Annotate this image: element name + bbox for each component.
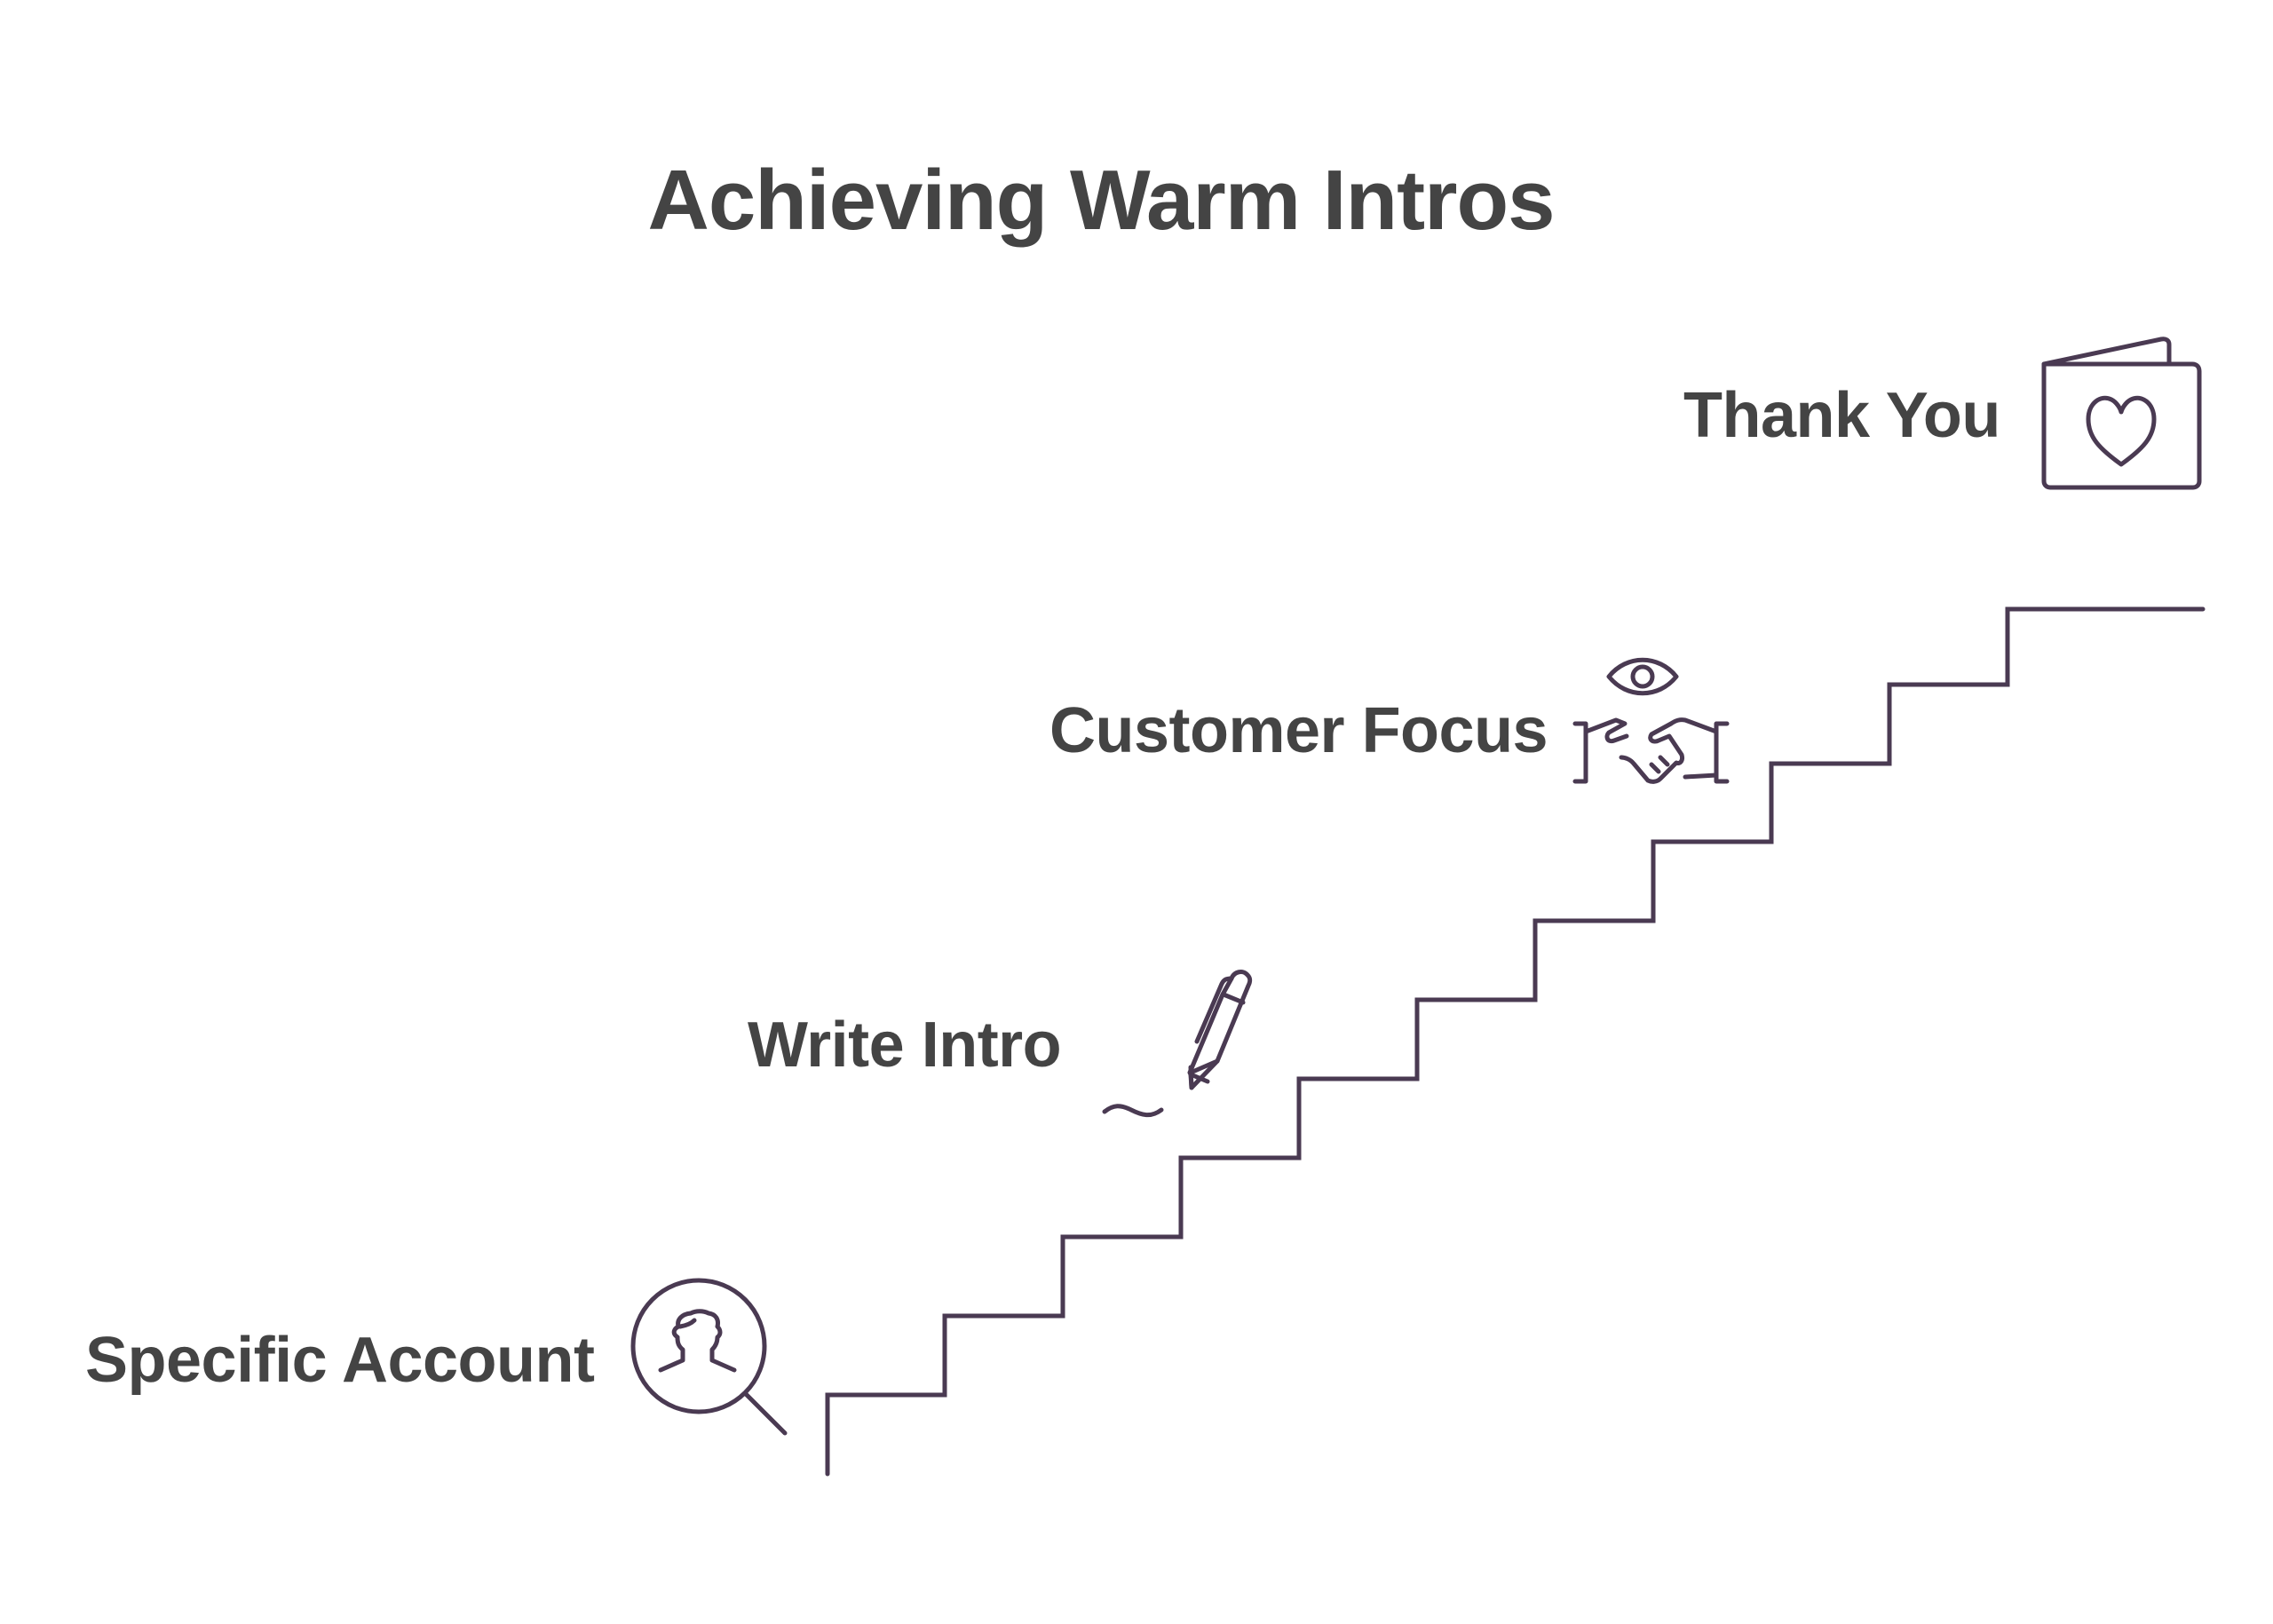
step-label-specific-account: Specific Account [85, 1325, 595, 1396]
step-label-write-intro: Write Intro [748, 1010, 1062, 1081]
staircase-line [825, 606, 2206, 1477]
pen-signature-icon [1101, 963, 1261, 1127]
account-search-icon [627, 1275, 791, 1439]
thank-you-card-icon [2037, 329, 2206, 493]
step-label-thank-you: Thank You [1683, 380, 2000, 451]
step-label-customer-focus: Customer Focus [1049, 695, 1548, 766]
diagram-title: Achieving Warm Intros [647, 153, 1556, 248]
handshake-eye-icon [1572, 644, 1731, 808]
